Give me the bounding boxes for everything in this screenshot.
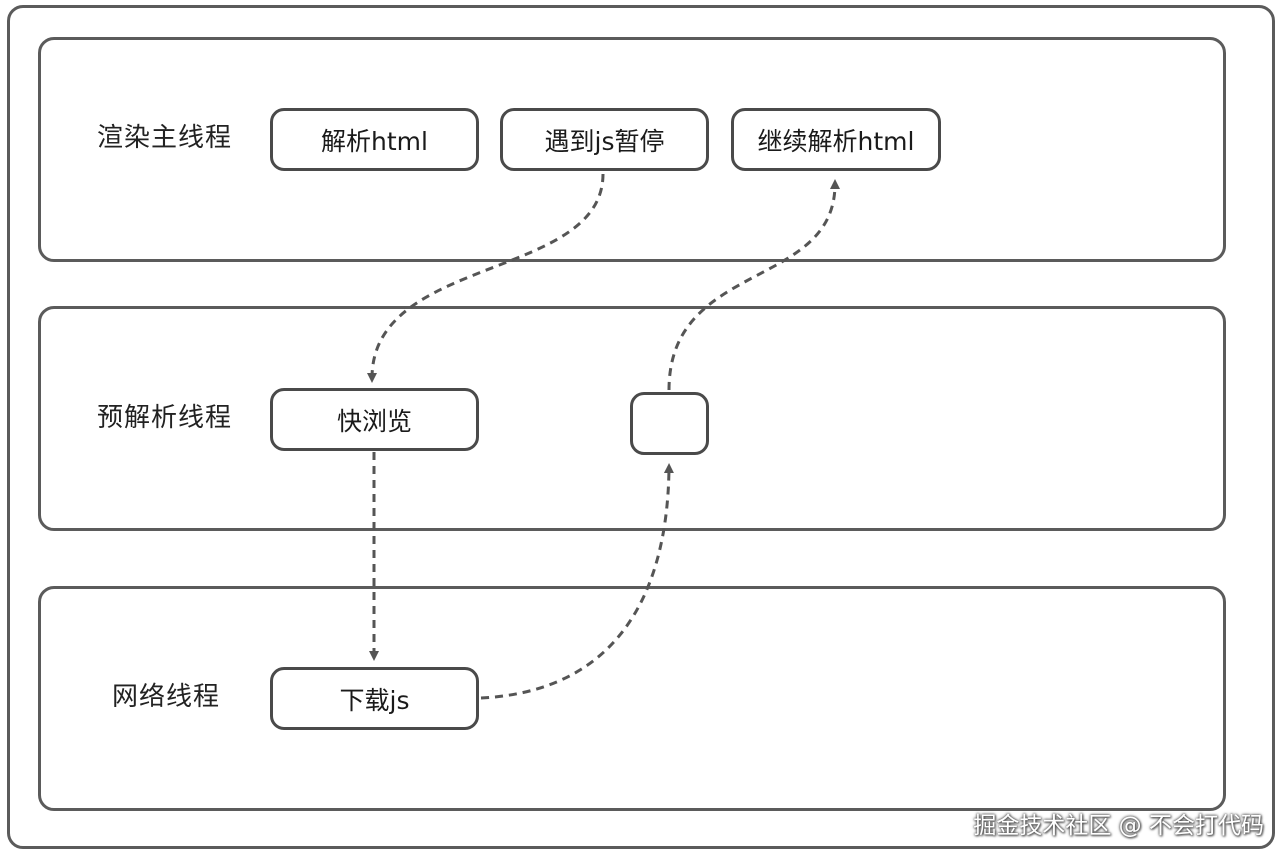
- node-quick-browse: 快浏览: [270, 388, 479, 451]
- node-hit-js-pause: 遇到js暂停: [500, 108, 709, 171]
- node-download-js: 下载js: [270, 667, 479, 730]
- lane-label-render-main-thread: 渲染主线程: [97, 123, 233, 153]
- lane-label-preparse-thread: 预解析线程: [97, 403, 233, 433]
- watermark: 掘金技术社区 @ 不会打代码: [973, 813, 1264, 839]
- lane-label-network-thread: 网络线程: [112, 682, 221, 712]
- node-parse-html: 解析html: [270, 108, 479, 171]
- node-continue-parse-html: 继续解析html: [731, 108, 941, 171]
- node-empty-step: [630, 392, 709, 455]
